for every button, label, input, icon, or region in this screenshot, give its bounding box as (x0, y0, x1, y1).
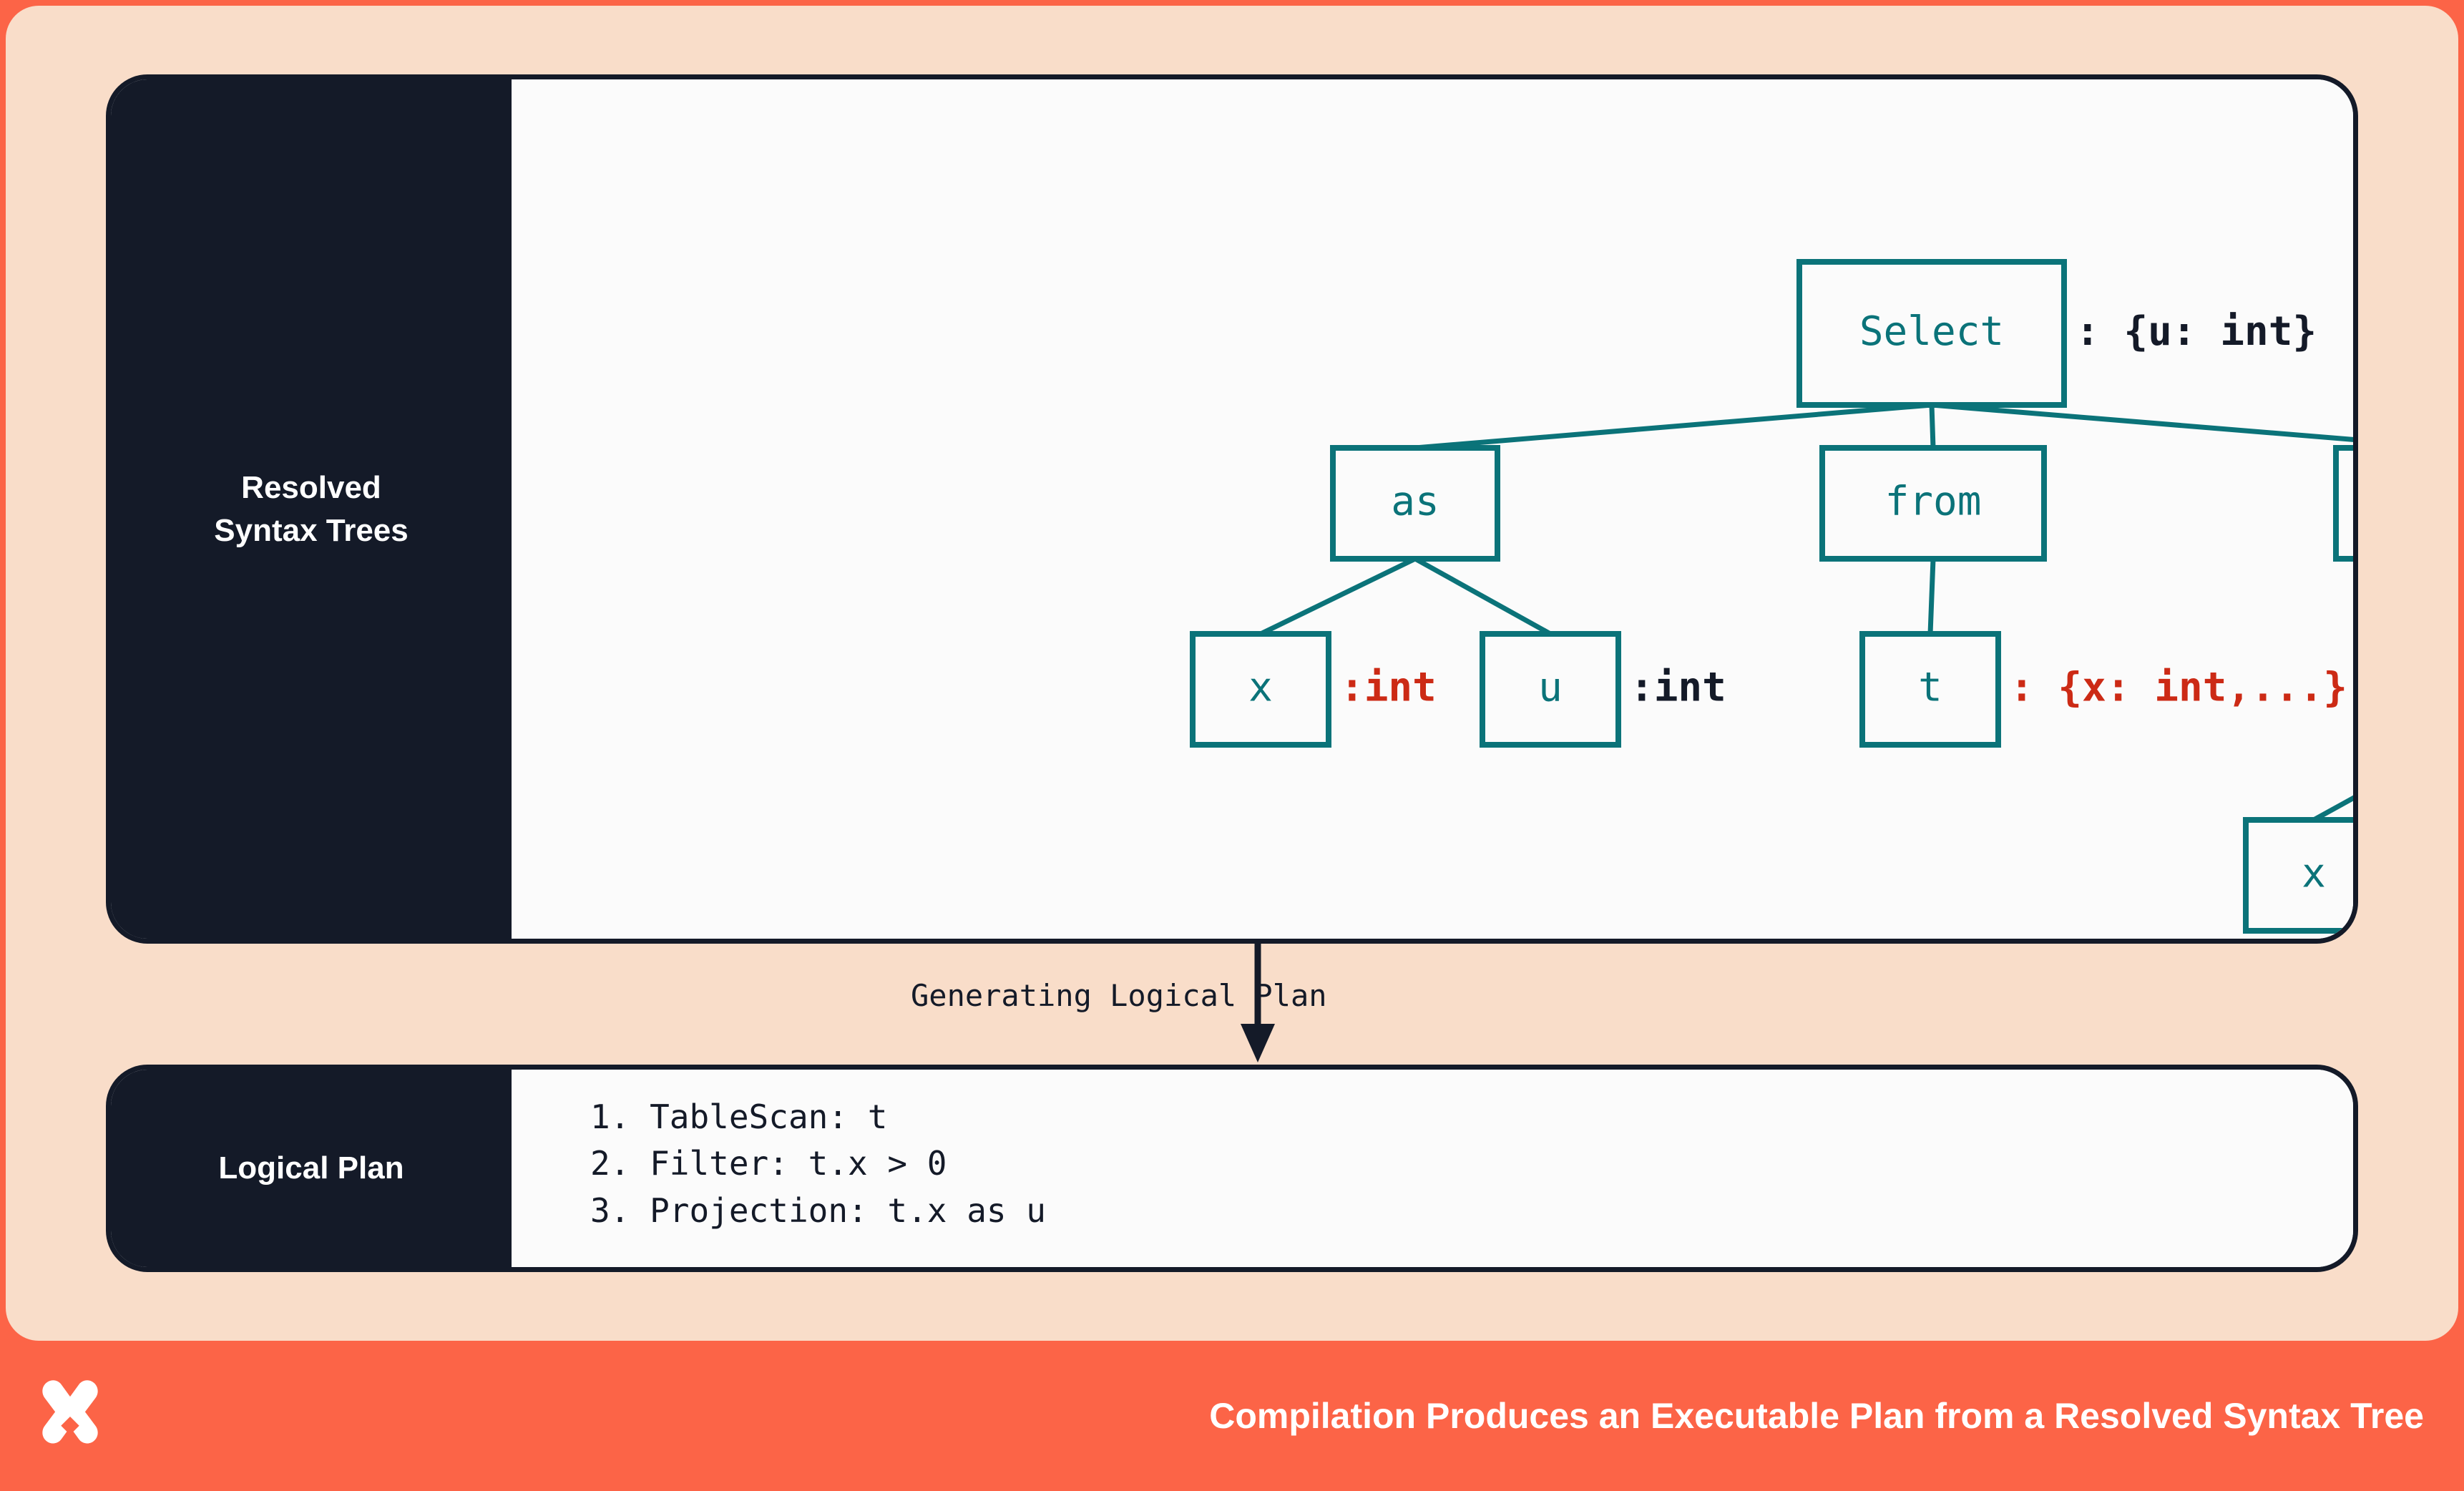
tree-edge-as-x1 (1259, 556, 1417, 637)
tree-node-label: from (1885, 479, 1982, 525)
logical-plan-body: 1. TableScan: t 2. Filter: t.x > 0 3. Pr… (512, 1070, 2353, 1267)
tree-node-label: x (1248, 665, 1273, 711)
resolved-syntax-trees-card: Resolved Syntax Trees Select : {u: int} as… (106, 74, 2358, 944)
tree-node-as[interactable]: as (1330, 445, 1500, 562)
rst-label-line1: Resolved (241, 470, 381, 506)
logical-plan-label: Logical Plan (111, 1070, 512, 1267)
tree-edge-from-t1 (1927, 558, 1936, 635)
footer-caption: Compilation Produces an Executable Plan … (1209, 1396, 2424, 1436)
tree-node-box (1859, 631, 2001, 748)
tree-edge-select-where (1931, 402, 2353, 442)
tree-node-type-annotation: : {x: int,...} (2010, 665, 2347, 711)
logical-plan-card: Logical Plan 1. TableScan: t 2. Filter: … (106, 1065, 2358, 1272)
transition-label: Generating Logical Plan (911, 978, 1327, 1013)
tree-node-x2[interactable]: x:int (2243, 817, 2357, 934)
syntax-tree-canvas: Select: {u: int}asfromwherex:intu:intt: … (512, 79, 2353, 939)
tree-node-label: Select (1859, 308, 2004, 355)
tree-node-type-annotation: :int (1340, 665, 1437, 711)
tree-node-type-annotation: :int (1630, 665, 1726, 711)
syntax-tree-graphic: Select: {u: int}asfromwherex:intu:intt: … (1190, 259, 2357, 934)
tree-edge-gt-x2 (2312, 795, 2353, 823)
tree-edge-select-as (1414, 402, 1932, 451)
tree-node-x1[interactable]: x :int (1190, 631, 1437, 748)
tree-node-label: x (2302, 851, 2326, 897)
tree-node-label: t (1918, 665, 1942, 711)
transition-arrow-group: Generating Logical Plan (106, 944, 2358, 1065)
tree-node-u1[interactable]: u :int (1480, 631, 1726, 748)
tree-node-box (1190, 631, 1331, 748)
tree-node-from[interactable]: from (1819, 445, 2047, 562)
tree-node-select[interactable]: Select : {u: int} (1796, 259, 2317, 408)
footer-bar: Compilation Produces an Executable Plan … (0, 1341, 2464, 1491)
tree-node-t1[interactable]: t : {x: int,...} (1859, 631, 2347, 748)
arrow-down-icon (1241, 944, 1275, 1062)
resolved-syntax-trees-label: Resolved Syntax Trees (111, 79, 512, 939)
tree-node-box (1330, 445, 1500, 562)
tree-node-box (1796, 259, 2067, 408)
x-logo (42, 1380, 98, 1444)
tree-node-box (1480, 631, 1621, 748)
logical-plan-steps: 1. TableScan: t 2. Filter: t.x > 0 3. Pr… (590, 1098, 1046, 1230)
tree-node-type-annotation: : {u: int} (2076, 308, 2317, 355)
tree-node-box (2333, 445, 2353, 562)
tree-node-box (1819, 445, 2047, 562)
tree-edge-select-from (1929, 404, 1936, 449)
rst-label-line2: Syntax Trees (214, 512, 409, 548)
tree-node-box (2243, 817, 2353, 934)
tree-node-label: as (1391, 479, 1439, 525)
tree-edge-as-u1 (1414, 556, 1552, 637)
tree-node-label: u (1538, 665, 1563, 711)
tree-node-where[interactable]: where (2333, 445, 2357, 562)
